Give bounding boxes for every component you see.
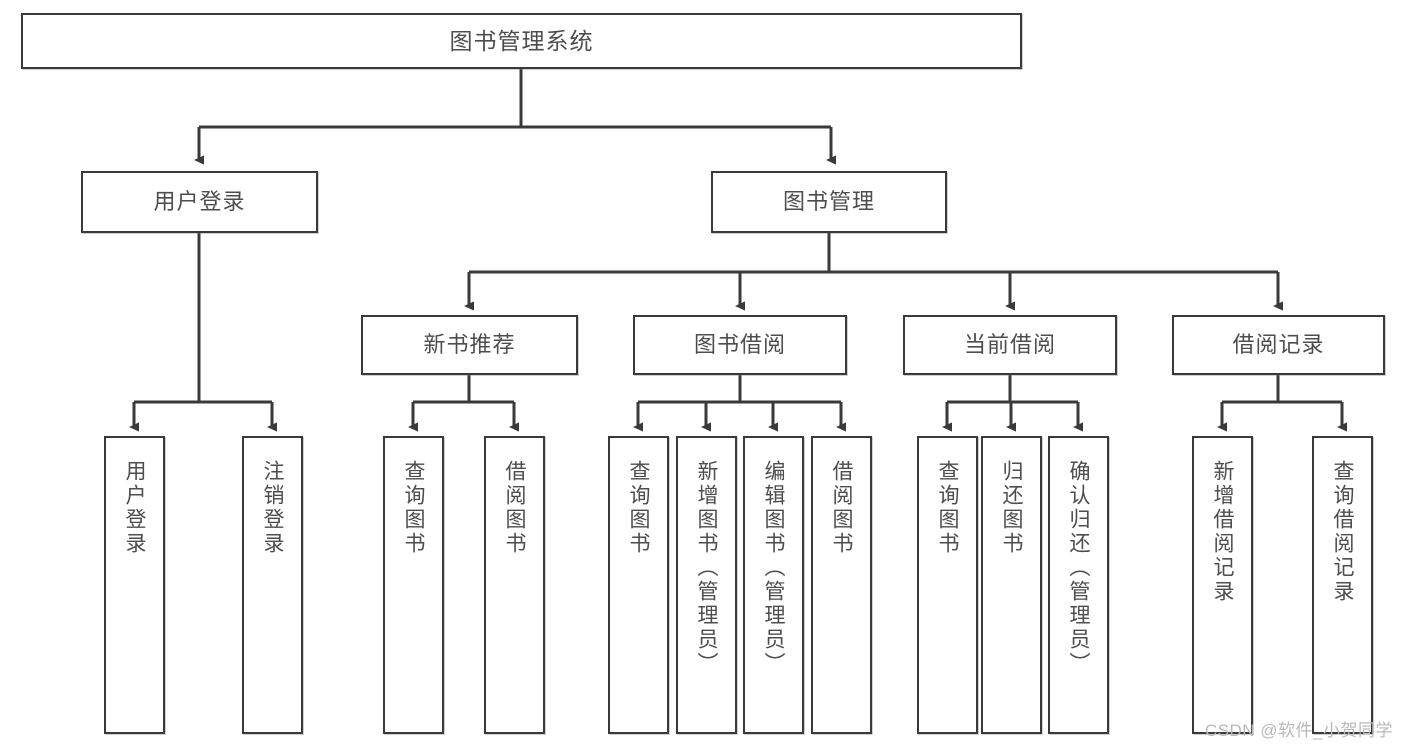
node-new-book-recommend[interactable]: 新书推荐 [361, 315, 578, 375]
leaf-current-confirm-return-admin-label: 确认归还（管理员） [1067, 460, 1090, 676]
node-user-login[interactable]: 用户登录 [81, 171, 318, 233]
leaf-borrow-query-books[interactable]: 查询图书 [608, 436, 669, 734]
leaf-borrow-query-books-label: 查询图书 [627, 460, 650, 556]
leaf-newbook-query-books-label: 查询图书 [402, 460, 425, 556]
leaf-borrow-borrow-books[interactable]: 借阅图书 [811, 436, 872, 734]
leaf-user-login-label: 用户登录 [123, 460, 146, 556]
leaf-newbook-borrow-books[interactable]: 借阅图书 [484, 436, 545, 734]
node-current-borrow-label: 当前借阅 [963, 332, 1056, 358]
node-borrow-records[interactable]: 借阅记录 [1172, 315, 1385, 375]
node-borrow-records-label: 借阅记录 [1232, 332, 1325, 358]
node-book-borrow[interactable]: 图书借阅 [633, 315, 847, 375]
node-book-management[interactable]: 图书管理 [711, 171, 947, 233]
node-book-borrow-label: 图书借阅 [693, 332, 786, 358]
leaf-borrow-add-book-admin-label: 新增图书（管理员） [695, 460, 718, 676]
leaf-current-return-books[interactable]: 归还图书 [981, 436, 1042, 734]
leaf-user-login[interactable]: 用户登录 [104, 436, 165, 734]
node-new-book-recommend-label: 新书推荐 [423, 332, 516, 358]
leaf-current-confirm-return-admin[interactable]: 确认归还（管理员） [1048, 436, 1109, 734]
leaf-records-add-record-label: 新增借阅记录 [1211, 460, 1234, 604]
node-user-login-label: 用户登录 [153, 189, 246, 215]
node-root-label: 图书管理系统 [449, 27, 594, 54]
leaf-current-query-books-label: 查询图书 [936, 460, 959, 556]
leaf-current-return-books-label: 归还图书 [1000, 460, 1023, 556]
leaf-logout[interactable]: 注销登录 [242, 436, 303, 734]
leaf-logout-label: 注销登录 [261, 460, 284, 556]
leaf-borrow-borrow-books-label: 借阅图书 [830, 460, 853, 556]
csdn-watermark: CSDN @软件_小贺同学 [1204, 721, 1393, 740]
leaf-records-query-record-label: 查询借阅记录 [1331, 460, 1354, 604]
leaf-borrow-add-book-admin[interactable]: 新增图书（管理员） [676, 436, 737, 734]
leaf-borrow-edit-book-admin-label: 编辑图书（管理员） [762, 460, 785, 676]
leaf-records-add-record[interactable]: 新增借阅记录 [1192, 436, 1253, 734]
node-current-borrow[interactable]: 当前借阅 [903, 315, 1117, 375]
leaf-newbook-borrow-books-label: 借阅图书 [503, 460, 526, 556]
leaf-borrow-edit-book-admin[interactable]: 编辑图书（管理员） [743, 436, 804, 734]
leaf-newbook-query-books[interactable]: 查询图书 [383, 436, 444, 734]
node-root[interactable]: 图书管理系统 [21, 13, 1022, 69]
leaf-records-query-record[interactable]: 查询借阅记录 [1312, 436, 1373, 734]
node-book-management-label: 图书管理 [782, 189, 875, 215]
leaf-current-query-books[interactable]: 查询图书 [917, 436, 978, 734]
